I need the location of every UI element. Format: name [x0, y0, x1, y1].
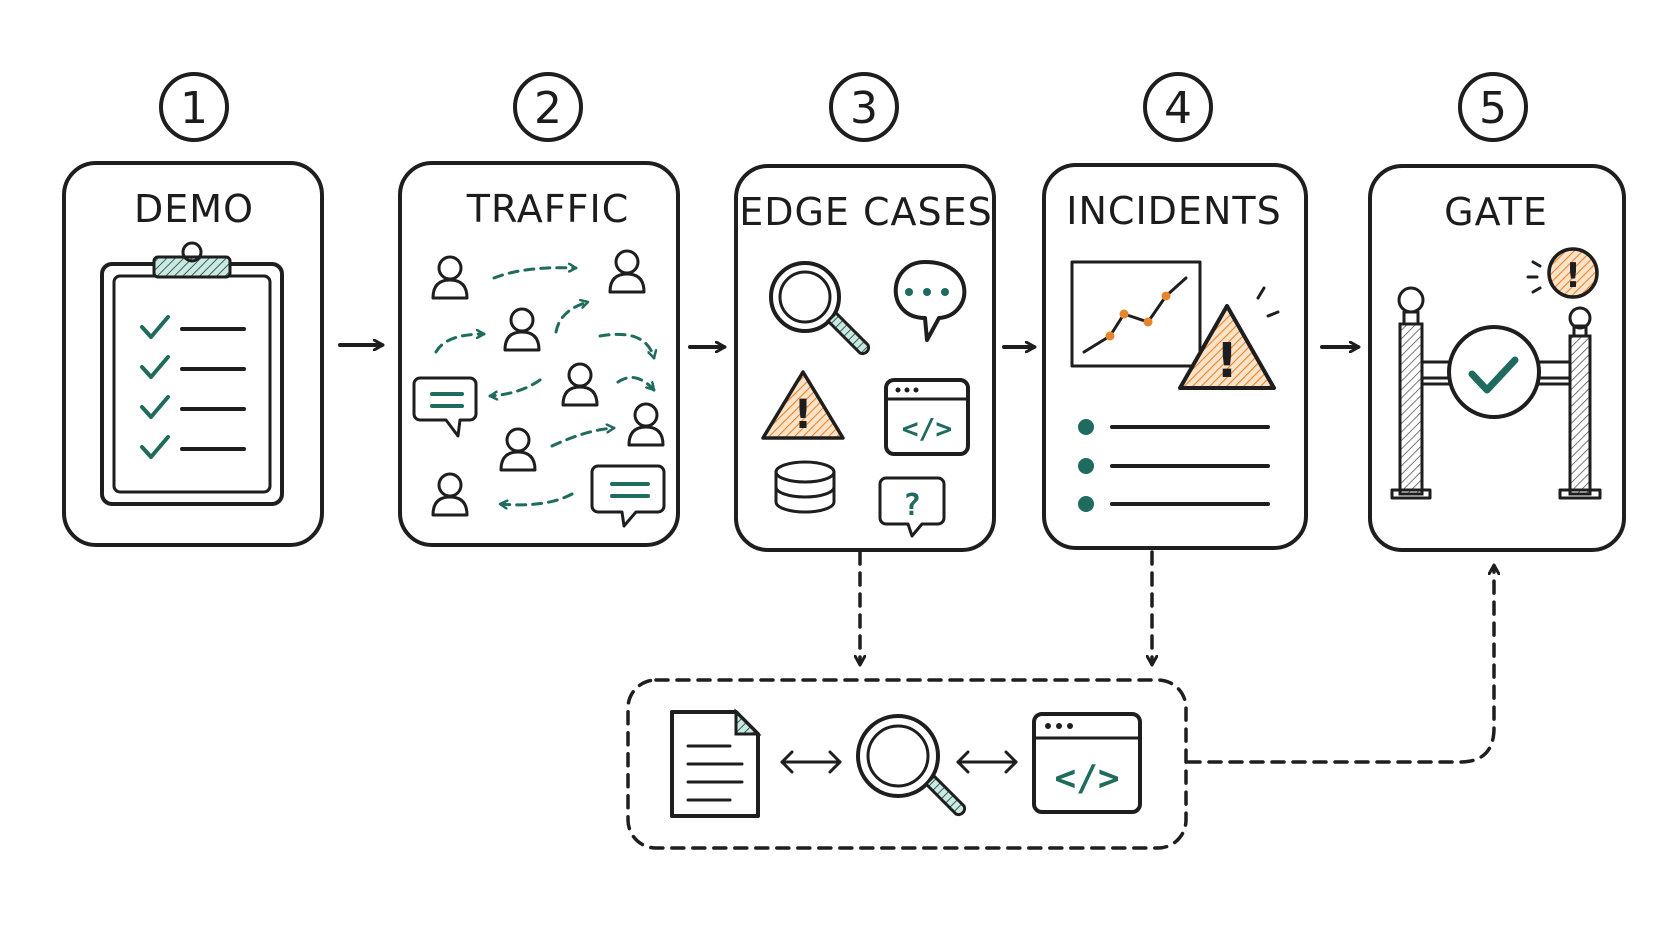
svg-text:3: 3 [850, 83, 878, 134]
svg-text:1: 1 [180, 83, 208, 134]
step-card-demo: DEMO [62, 161, 324, 547]
alert-circle-icon: ! [1526, 247, 1599, 299]
line-chart-icon [1070, 260, 1202, 368]
svg-text:2: 2 [534, 83, 562, 134]
magnifier-icon [769, 261, 871, 356]
svg-text:?: ? [903, 488, 921, 523]
svg-text:!: ! [1565, 256, 1581, 296]
user-icon [627, 402, 665, 447]
step-number-1: 1 [159, 72, 229, 142]
feedback-arrow-to-gate [1186, 566, 1494, 764]
user-icon [499, 427, 537, 472]
warning-triangle-icon: ! [1178, 286, 1280, 390]
step-title-edge-cases: EDGE CASES [739, 190, 993, 234]
code-window-icon: </> [1032, 712, 1142, 814]
database-icon [774, 460, 836, 514]
svg-text:!: ! [794, 392, 812, 438]
step-title-traffic: TRAFFIC [466, 187, 630, 231]
step-card-traffic: TRAFFIC [398, 161, 680, 547]
svg-text:5: 5 [1479, 83, 1507, 134]
incident-list [1078, 419, 1270, 512]
svg-text:4: 4 [1164, 83, 1192, 134]
double-arrow-icon [780, 750, 842, 774]
step-number-2: 2 [513, 72, 583, 142]
step-title-gate: GATE [1444, 190, 1548, 234]
speech-bubble-icon [893, 260, 967, 342]
step-number-4: 4 [1143, 72, 1213, 142]
step-number-5: 5 [1458, 72, 1528, 142]
user-icon [561, 362, 599, 407]
user-icon [431, 255, 469, 300]
help-bubble-icon: ? [878, 476, 946, 538]
step-card-gate: GATE ! [1368, 164, 1626, 552]
review-loop-box: </> [626, 678, 1188, 850]
user-icon [431, 472, 469, 517]
svg-text:!: ! [1216, 333, 1238, 389]
check-badge-icon [1447, 325, 1541, 419]
step-title-incidents: INCIDENTS [1066, 189, 1281, 233]
svg-text:</>: </> [902, 412, 953, 445]
step-number-3: 3 [829, 72, 899, 142]
user-icon [608, 249, 646, 294]
warning-triangle-icon: ! [761, 370, 845, 440]
user-icon [503, 307, 541, 352]
step-title-demo: DEMO [134, 187, 254, 231]
step-card-incidents: INCIDENTS ! [1042, 163, 1308, 550]
magnifier-icon [856, 714, 967, 817]
code-window-icon: </> [884, 378, 970, 456]
svg-text:</>: </> [1054, 758, 1119, 799]
clipboard-icon [100, 241, 284, 506]
chat-bubble-icon [412, 376, 478, 438]
double-arrow-icon [956, 750, 1018, 774]
chat-bubble-icon [590, 464, 666, 528]
step-card-edge-cases: EDGE CASES ! </> [734, 164, 996, 552]
document-icon [670, 708, 762, 818]
